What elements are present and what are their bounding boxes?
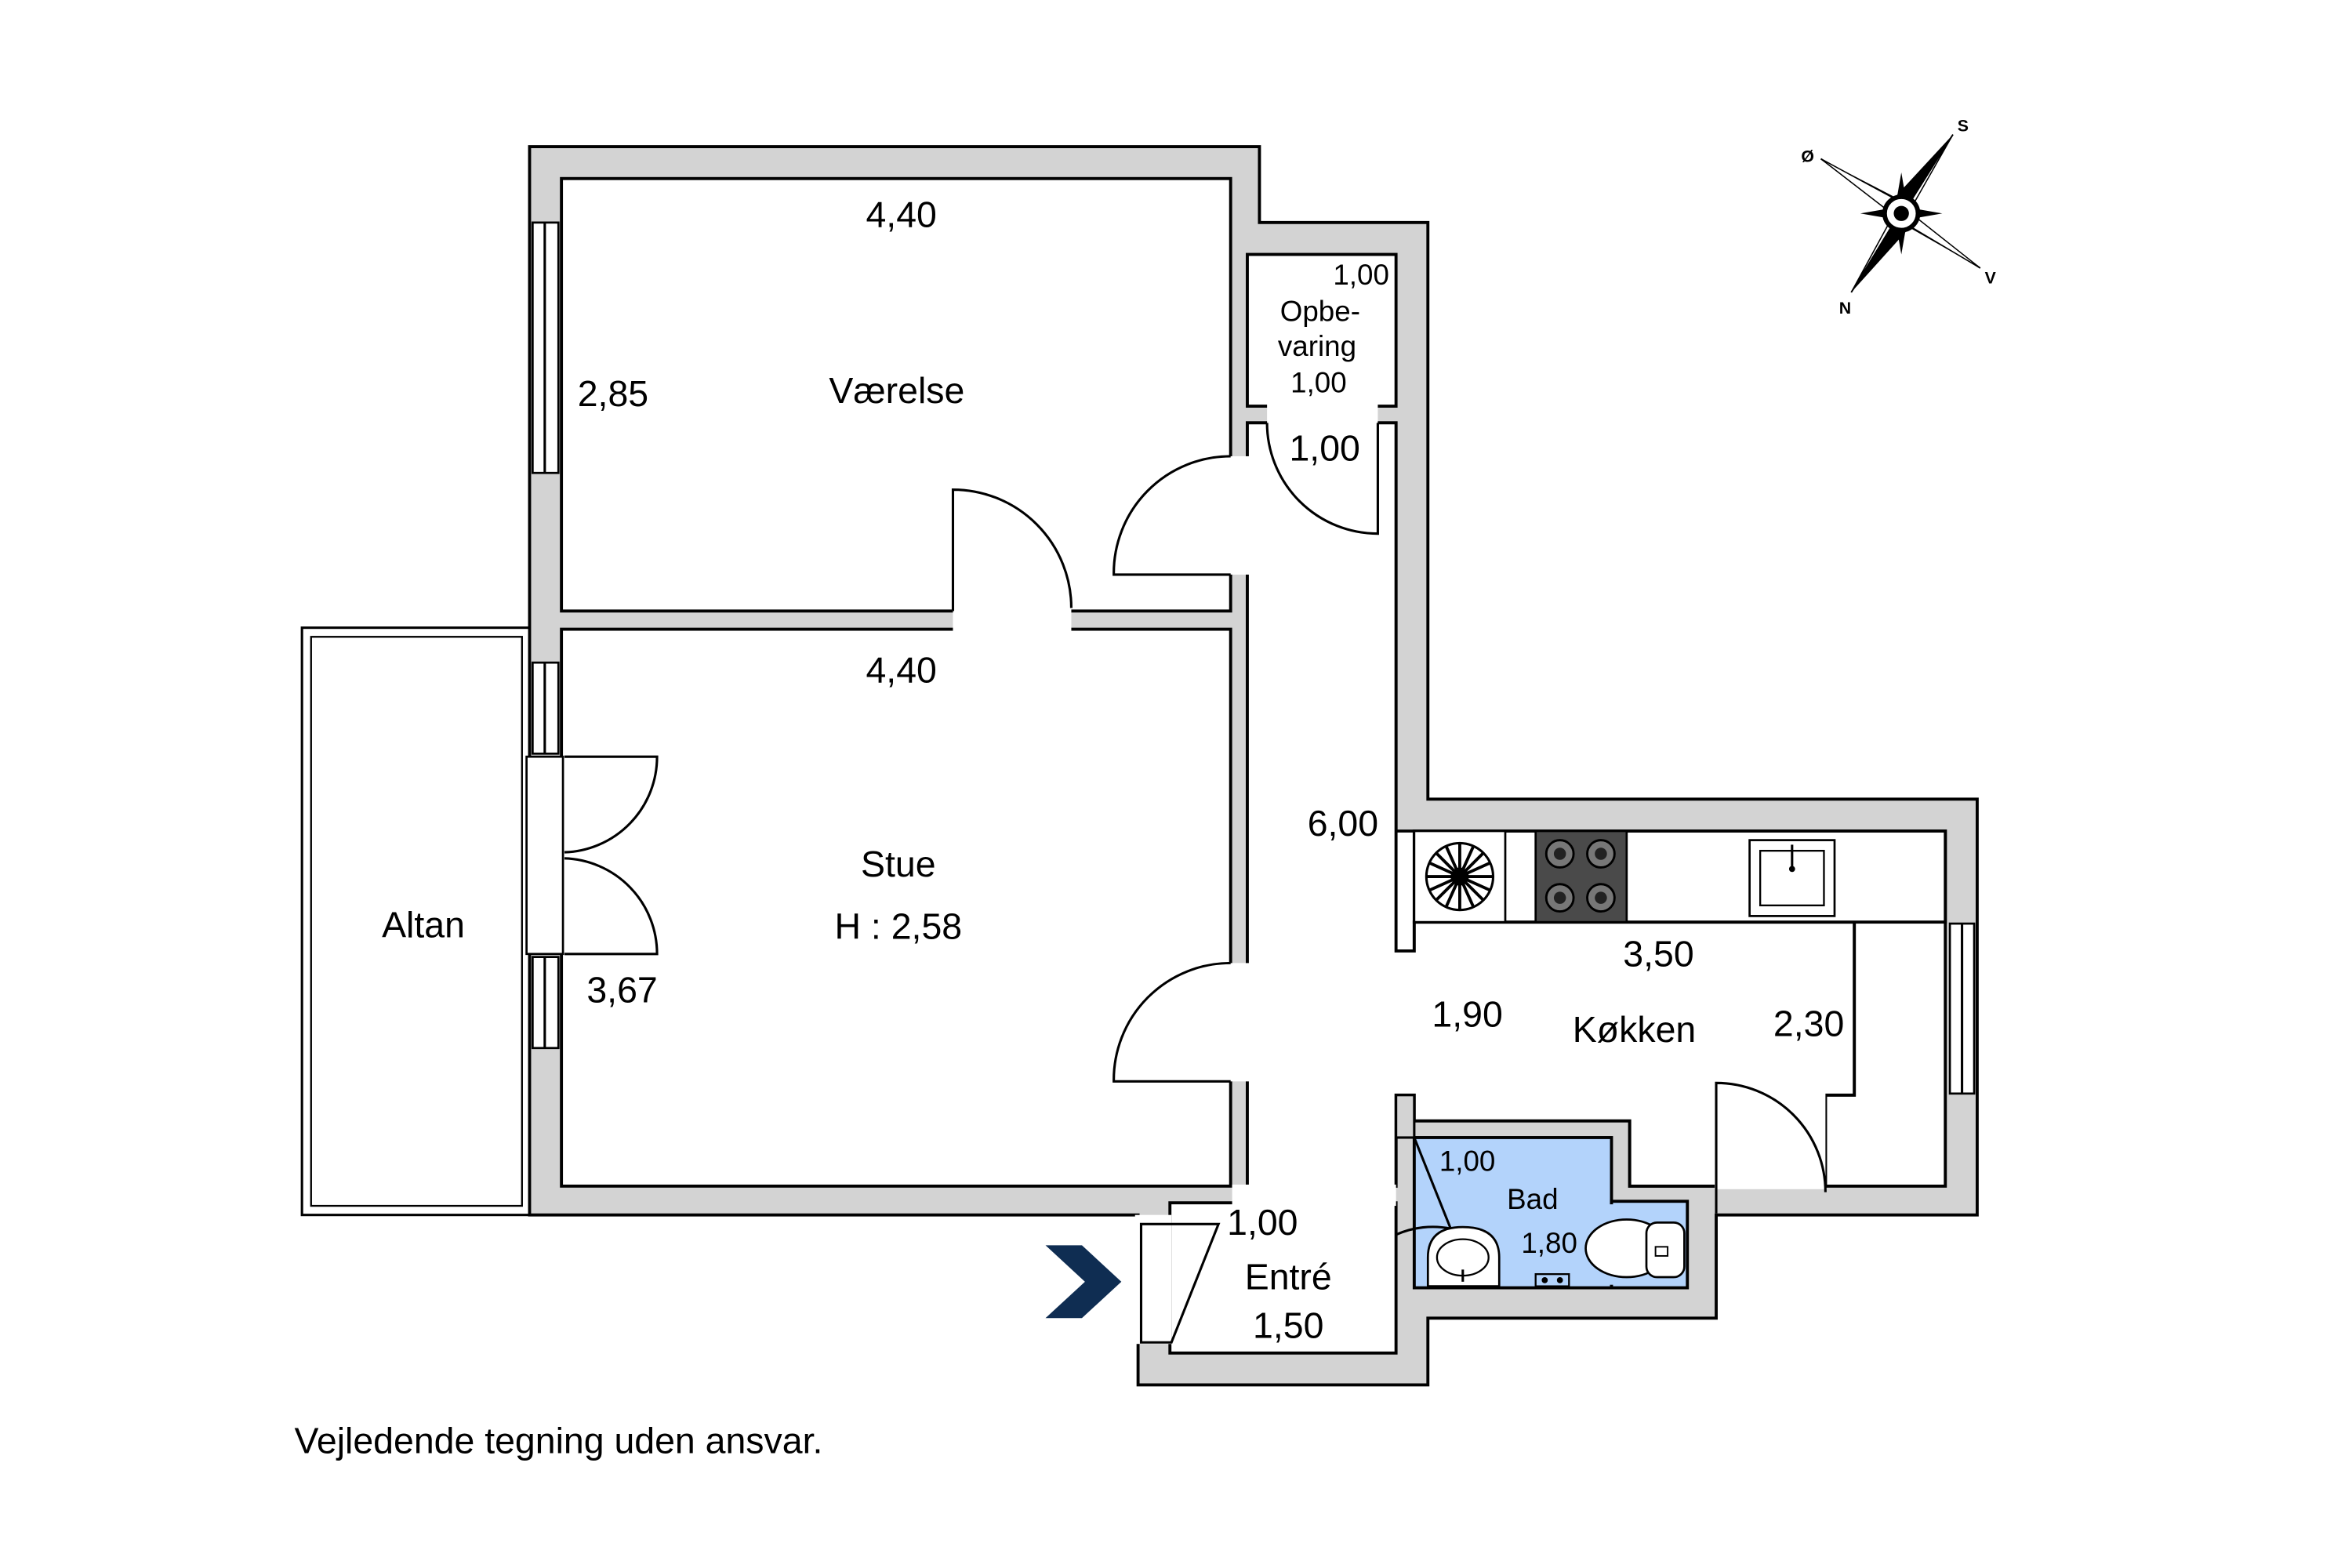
opbevaring-label-line2: varing [1278, 330, 1356, 362]
stove-icon [1534, 829, 1628, 924]
toilet-icon [1584, 1218, 1686, 1279]
faucet-icon [1534, 1273, 1570, 1287]
entre-label: Entré [1245, 1257, 1332, 1298]
koekken-depth: 2,30 [1773, 1003, 1844, 1044]
stue-label: Stue [861, 844, 936, 884]
entre-depth: 1,50 [1253, 1305, 1323, 1345]
stue-width: 4,40 [866, 649, 936, 690]
compass-south-label: S [1958, 117, 1969, 136]
room-stue [560, 627, 1232, 1188]
koekken-label: Køkken [1573, 1009, 1696, 1050]
vaerelse-label: Værelse [829, 370, 964, 411]
windows [532, 221, 1976, 1095]
stue-ceiling-height: H : 2,58 [834, 906, 962, 946]
balcony [300, 626, 532, 1217]
hall-width: 1,00 [1289, 428, 1359, 469]
entre-width: 1,00 [1227, 1202, 1298, 1243]
compass-north-label: N [1839, 299, 1851, 318]
opbevaring-width: 1,00 [1333, 259, 1389, 291]
doors [525, 403, 1827, 1345]
exhaust-fan-icon [1425, 841, 1495, 912]
washbasin-icon [1426, 1225, 1501, 1288]
disclaimer: Vejledende tegning uden ansvar. [294, 1421, 822, 1461]
bad-depth: 1,80 [1521, 1227, 1577, 1259]
koekken-side: 1,90 [1432, 994, 1502, 1035]
bathroom-fixtures [1426, 1218, 1686, 1288]
room-opbevaring [1246, 252, 1398, 408]
compass-east-label: Ø [1801, 147, 1814, 165]
stue-depth: 3,67 [586, 970, 657, 1011]
opbevaring-depth: 1,00 [1290, 367, 1347, 399]
hall-length: 6,00 [1308, 803, 1378, 844]
sink-icon [1748, 839, 1836, 917]
compass-rose-icon: S Ø V N [1801, 117, 1996, 318]
room-entre [1168, 1201, 1398, 1355]
opbevaring-label-line1: Opbe- [1280, 296, 1360, 328]
entry-arrow-icon [1045, 1245, 1122, 1319]
vaerelse-width: 4,40 [866, 194, 936, 235]
kitchen-fixtures [1413, 829, 1836, 924]
bad-width: 1,00 [1439, 1145, 1496, 1178]
altan-label: Altan [382, 904, 465, 945]
vaerelse-depth: 2,85 [578, 373, 648, 414]
koekken-width: 3,50 [1623, 933, 1693, 974]
bad-label: Bad [1507, 1183, 1558, 1215]
compass-west-label: V [1985, 268, 1997, 287]
